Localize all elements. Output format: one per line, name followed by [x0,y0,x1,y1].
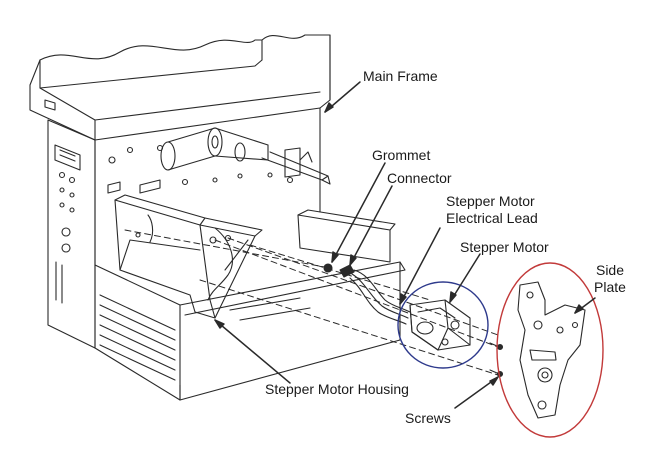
label-main-frame: Main Frame [363,68,438,84]
label-side-plate-line1: Side [595,262,625,278]
stepper-motor-housing-part [114,194,263,319]
stepper-motor-part [409,299,471,351]
side-plate-highlight-circle [496,262,604,438]
label-stepper-motor: Stepper Motor [460,239,549,255]
main-frame-body [29,34,406,401]
label-connector: Connector [387,170,452,186]
label-grommet: Grommet [372,147,431,163]
label-screws: Screws [405,410,451,426]
label-side-plate-line2: Plate [594,279,626,295]
screws-part [489,342,504,378]
label-stepper-motor-housing: Stepper Motor Housing [265,381,409,397]
alignment-lines [124,229,499,376]
label-stepper-motor-lead-line2: Electrical Lead [446,210,538,226]
side-plate-part [517,281,586,419]
label-stepper-motor-lead-line1: Stepper Motor [446,193,535,209]
stepper-motor-highlight-circle [397,281,489,369]
leader-arrows [214,81,596,409]
grommet-connector-lead [323,263,411,325]
